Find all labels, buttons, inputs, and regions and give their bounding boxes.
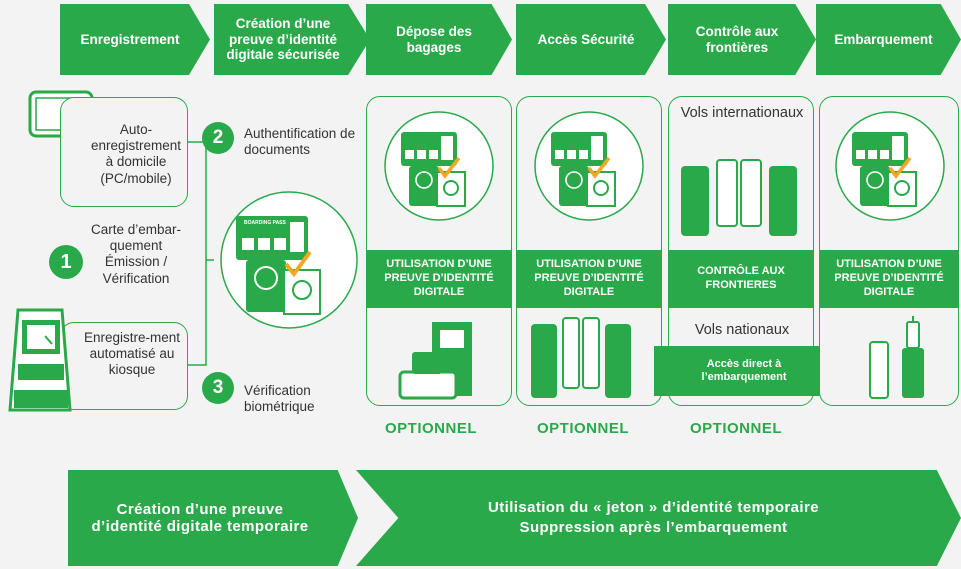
home-checkin-label: Auto-enregistrement à domicile (PC/mobil… bbox=[90, 122, 182, 186]
step-1-badge: 1 bbox=[49, 245, 83, 279]
security-optional: OPTIONNEL bbox=[537, 420, 630, 437]
bottom-creation-arrow: Création d’une preuve d’identité digital… bbox=[68, 470, 358, 566]
domestic-flights-label: Vols nationaux bbox=[694, 322, 790, 338]
kiosk-icon bbox=[8, 308, 72, 412]
identity-documents-icon bbox=[534, 111, 644, 221]
bottom-usage-line-2: Suppression après l’embarquement bbox=[519, 519, 788, 536]
boarding-pass-text: BOARDING PASS bbox=[244, 220, 286, 226]
step-3-badge: 3 bbox=[202, 372, 234, 404]
bag-drop-use-label: UTILISATION D’UNE PREUVE D’IDENTITÉ DIGI… bbox=[367, 250, 511, 308]
bottom-usage-arrow: Utilisation du « jeton » d’identité temp… bbox=[356, 470, 961, 566]
step-2-badge: 2 bbox=[202, 122, 234, 154]
security-gate-icon bbox=[531, 317, 631, 398]
bag-drop-machine-icon bbox=[398, 322, 472, 400]
step-3-label: Vérification biométrique bbox=[244, 383, 315, 415]
kiosk-checkin-label: Enregistre-ment automatisé au kiosque bbox=[83, 330, 181, 378]
step-embarquement: Embarquement bbox=[816, 4, 961, 75]
security-use-label: UTILISATION D’UNE PREUVE D’IDENTITÉ DIGI… bbox=[517, 250, 661, 308]
identity-documents-icon bbox=[835, 111, 945, 221]
border-control-label: CONTRÔLE AUX FRONTIERES bbox=[669, 250, 813, 308]
step-controle-frontieres: Contrôle aux frontières bbox=[668, 4, 816, 75]
border-optional: OPTIONNEL bbox=[690, 420, 783, 437]
border-gate-icon bbox=[681, 159, 797, 236]
identity-documents-icon bbox=[384, 111, 494, 221]
boarding-use-label: UTILISATION D’UNE PREUVE D’IDENTITÉ DIGI… bbox=[820, 250, 958, 308]
home-checkin-box bbox=[60, 97, 188, 207]
step-depose-bagages: Dépose des bagages bbox=[366, 4, 512, 75]
identity-documents-icon bbox=[220, 191, 358, 329]
step-label: Création d’une preuve d’identité digital… bbox=[226, 16, 340, 63]
direct-access-label: Accès direct à l’embarquement bbox=[701, 358, 787, 383]
bottom-usage-line-1: Utilisation du « jeton » d’identité temp… bbox=[488, 498, 819, 516]
step-2-label: Authentification de documents bbox=[244, 126, 356, 158]
step-label: Embarquement bbox=[834, 31, 933, 47]
step-label: Enregistrement bbox=[80, 31, 180, 47]
step-creation-preuve: Création d’une preuve d’identité digital… bbox=[214, 4, 370, 75]
boarding-gate-icon bbox=[869, 316, 924, 399]
step-label: Contrôle aux frontières bbox=[695, 23, 779, 55]
bottom-creation-label: Création d’une preuve d’identité digital… bbox=[91, 500, 309, 535]
step-label: Dépose des bagages bbox=[396, 23, 472, 55]
bracket-connector bbox=[188, 141, 214, 366]
step-enregistrement: Enregistrement bbox=[60, 4, 210, 75]
boarding-pass-label: Carte d’embar-quement Émission / Vérific… bbox=[90, 222, 182, 286]
step-label: Accès Sécurité bbox=[537, 31, 635, 47]
bag-drop-optional: OPTIONNEL bbox=[385, 420, 478, 437]
international-flights-label: Vols internationaux bbox=[680, 105, 804, 121]
step-acces-securite: Accès Sécurité bbox=[516, 4, 666, 75]
